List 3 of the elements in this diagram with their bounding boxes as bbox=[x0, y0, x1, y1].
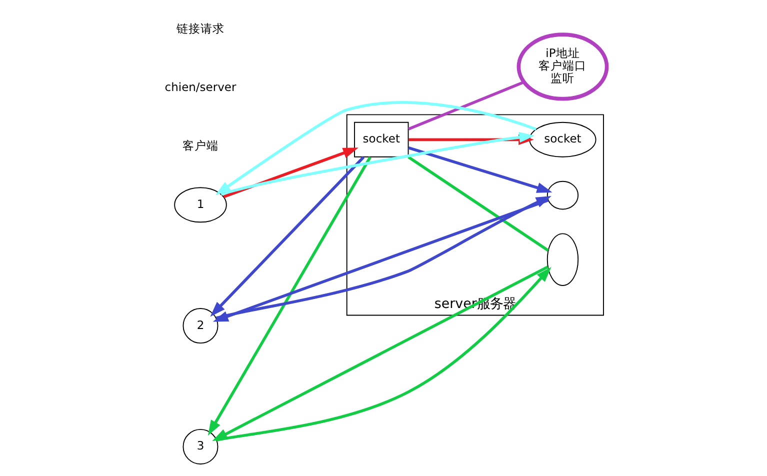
label: 链接请求 bbox=[176, 21, 224, 36]
label: 客户端 bbox=[182, 138, 218, 152]
label: chien/server bbox=[164, 80, 236, 94]
